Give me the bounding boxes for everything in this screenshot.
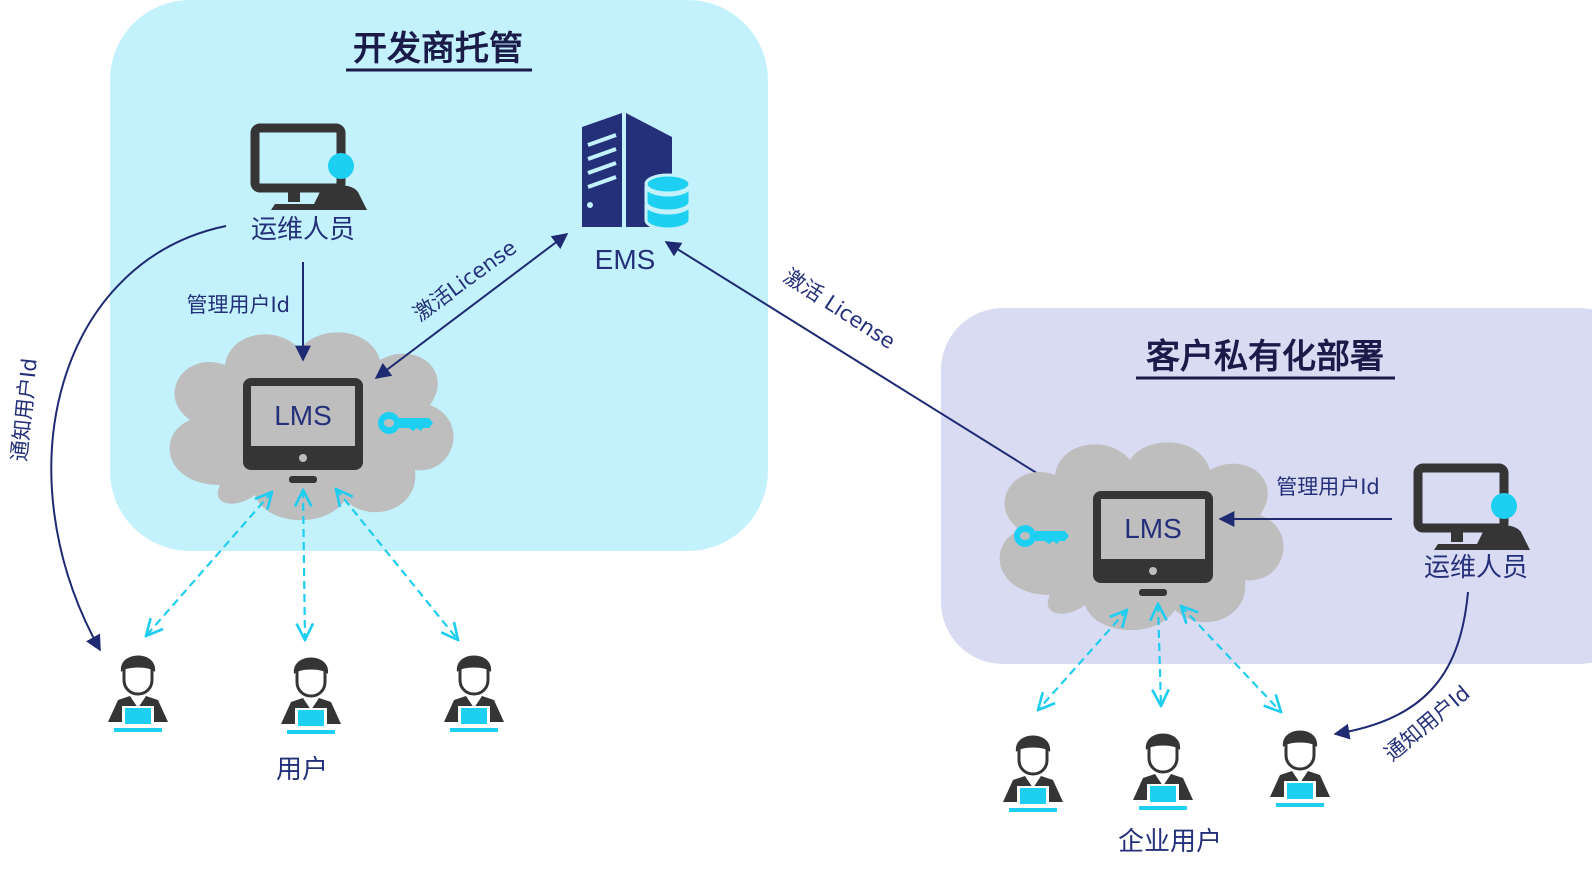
vendor-user-1-icon[interactable] <box>106 654 170 734</box>
cross-activate-label: 激活 License <box>779 264 899 354</box>
vendor-users-label: 用户 <box>276 755 328 785</box>
vendor-notify-label: 通知用户Id <box>7 357 42 462</box>
customer-users-label: 企业用户 <box>1118 827 1222 857</box>
vendor-zone-title: 开发商托管 <box>353 29 523 69</box>
customer-lms-label: LMS <box>1124 513 1182 544</box>
vendor-notify-arrow <box>50 225 227 652</box>
vendor-user-3-link <box>336 489 458 640</box>
vendor-user-2-icon[interactable] <box>279 656 343 736</box>
vendor-user-1-link <box>146 492 272 636</box>
cross-activate-arrow <box>664 241 1082 501</box>
customer-user-2-link <box>1158 604 1161 706</box>
vendor-ops-label: 运维人员 <box>251 215 355 245</box>
customer-user-2-icon[interactable] <box>1131 732 1195 812</box>
vendor-lms-label: LMS <box>274 400 332 431</box>
vendor-user-3-icon[interactable] <box>442 654 506 734</box>
customer-notify-arrow <box>1333 591 1469 740</box>
customer-user-1-link <box>1038 610 1127 710</box>
customer-ops-label: 运维人员 <box>1424 553 1528 583</box>
vendor-manage-label: 管理用户Id <box>186 293 290 317</box>
customer-user-3-icon[interactable] <box>1268 729 1332 809</box>
customer-user-3-link <box>1181 606 1281 712</box>
customer-zone-title: 客户私有化部署 <box>1146 337 1384 377</box>
vendor-activate-arrow <box>374 233 569 379</box>
ems-label: EMS <box>595 244 656 275</box>
customer-user-1-icon[interactable] <box>1001 734 1065 814</box>
customer-manage-label: 管理用户Id <box>1276 475 1380 499</box>
